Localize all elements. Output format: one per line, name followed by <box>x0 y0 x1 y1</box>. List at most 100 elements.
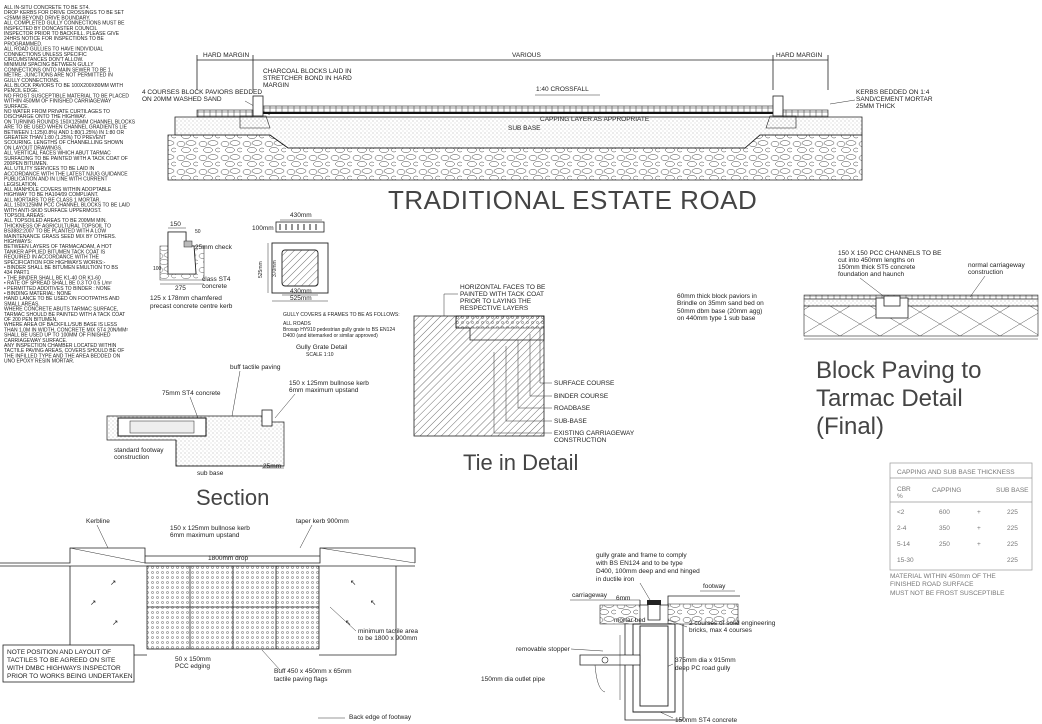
note-line: WHERE CONCRETE ABUTS TARMAC SURFACE, <box>4 307 118 313</box>
note-line: HIGHWAYS: <box>4 239 32 245</box>
grate-note-1: GULLY COVERS & FRAMES TO BE AS FOLLOWS: <box>283 312 400 318</box>
note-line: NO WATER FROM PRIVATE CURTILAGES TO <box>4 109 110 115</box>
tie-sub-base: SUB-BASE <box>554 418 588 425</box>
note-line: ALL MANHOLE COVERS WITHIN ADOPTABLE <box>4 187 112 193</box>
tie-roadbase: ROADBASE <box>554 405 591 412</box>
charcoal-label-1: CHARCOAL BLOCKS LAID IN <box>263 68 352 75</box>
note-line: GULLY CONNECTIONS. <box>4 78 60 84</box>
gully-pc-2: deep PC road gully <box>675 665 731 672</box>
grate-dim-370: 370mm <box>272 260 278 277</box>
tactile-bullnose-2: 6mm maximum upstand <box>170 532 240 539</box>
note-line: ALL UTILITY SERVICES TO BE LAID IN <box>4 166 95 172</box>
note-line: WHERE AREA OF BACKFILL/SUB BASE IS LESS <box>4 322 118 328</box>
section-dim-25: 25mm <box>263 463 281 470</box>
note-line: 434 PART1 <box>4 270 30 276</box>
section-sub-base: sub base <box>197 470 224 477</box>
note-line: • RATE OF SPREAD SHALL BE 0.3 TO 0.5 L/m… <box>4 281 112 287</box>
note-line: SCOURING. LENGTHS OF CHANNELLING SHOWN <box>4 140 124 146</box>
gully-outlet: 150mm dia outlet pipe <box>481 676 545 683</box>
note-line: • BINDER SHALL BE BITUMEN EMULTION TO BS <box>4 265 119 271</box>
charcoal-label-3: MARGIN <box>263 82 289 89</box>
tie-existing-2: CONSTRUCTION <box>554 437 607 444</box>
hard-margin-left-label: HARD MARGIN <box>203 52 250 59</box>
note-line: ALL TOPSOILED AREAS TO BE 200MM MIN. <box>4 218 107 224</box>
grate-dim-430-bottom: 430mm <box>290 288 312 295</box>
grate-note-2: ALL ROADS <box>283 321 312 327</box>
tie-horiz-4: RESPECTIVE LAYERS <box>460 305 529 312</box>
note-line: <25MM BEYOND DRIVE BOUNDARY. <box>4 15 90 21</box>
tie-binder: BINDER COURSE <box>554 393 609 400</box>
capping-col-capping: CAPPING <box>932 487 961 494</box>
note-line: GREATER THAN 1:80 (1.25%) TO PREVENT <box>4 135 106 141</box>
tie-existing-1: EXISTING CARRIAGEWAY <box>554 430 635 437</box>
capping-col-subbase: SUB BASE <box>996 487 1029 494</box>
section-st4-label: 75mm ST4 concrete <box>162 390 221 397</box>
sub-base-label: SUB BASE <box>508 125 541 132</box>
note-line: MINIMUM SPACING BETWEEN GULLY <box>4 62 94 68</box>
note-line: CONNECTIONS UNLESS SPECIFIC <box>4 52 87 58</box>
note-line: METRE. JUNCTIONS ARE NOT PERMITTED IN <box>4 73 113 79</box>
kerbs-label-2: SAND/CEMENT MORTAR <box>856 96 933 103</box>
channel-label-1: 150 X 150 PCC CHANNELS TO BE <box>838 250 942 257</box>
grate-note-4: D400 (and kitemarked or similar approved… <box>283 333 378 339</box>
note-line: SURFACING TO BE PAINTED WITH A TACK COAT… <box>4 156 128 162</box>
kerb-caption-1: 125 x 178mm chamfered <box>150 295 222 302</box>
grate-dim-100: 100mm <box>252 225 274 232</box>
note-line: DROP KERBS FOR DRIVE CROSSINGS TO BE SET <box>4 10 124 16</box>
note-line: BETWEEN 1:125(0.8%) AND 1:80(1.25%) IN 1… <box>4 130 124 136</box>
channel-label-3: 150mm thick ST5 concrete <box>838 264 916 271</box>
kerb-dim-50: 50 <box>195 229 201 235</box>
grate-note-3: Broxap HY910 pedestrian gully grate to B… <box>283 327 395 333</box>
note-line: ACCORDANCE WITH THE LATEST NJUG GUIDANCE <box>4 171 128 177</box>
note-line: • BINDING MATERIAL: NONE <box>4 291 72 297</box>
note-line: ALL BLOCK PAVIORS TO BE 100X200X80MM WIT… <box>4 83 123 89</box>
tactile-flags-1: Buff 450 x 450mm x 65mm <box>274 668 352 675</box>
gully-stopper: removable stopper <box>516 646 571 653</box>
gully-st4: 150mm ST4 concrete <box>675 717 738 724</box>
note-line: ALL COMPLETED GULLY CONNECTIONS MUST BE <box>4 21 125 27</box>
block-spec-3: 50mm dbm base (20mm agg) <box>677 308 762 315</box>
kerb-dim-150: 150 <box>170 221 181 228</box>
block-paving-spec: 60mm thick block paviors in Brindle on 3… <box>677 293 764 322</box>
capping-note-2: FINISHED ROAD SURFACE <box>890 581 974 588</box>
block-spec-1: 60mm thick block paviors in <box>677 293 757 300</box>
gully-grate-3: D400, 100mm deep and end hinged <box>596 568 700 575</box>
note-line: 200PEN BITUMEN. <box>4 161 48 167</box>
pavior-label-2: ON 20MM WASHED SAND <box>142 96 222 103</box>
block-title-1: Block Paving to <box>816 357 981 384</box>
note-line: THE INFILLED TYPE AND THE AREA BEDDED ON <box>4 353 121 359</box>
gully-footway: footway <box>703 583 726 590</box>
note-line: CIRCUMSTANCES DON'T ALLOW. <box>4 57 83 63</box>
gully-grate-4: in ductile iron <box>596 576 635 583</box>
note-line: REQUIRED IN ACCORDANCE WITH THE <box>4 255 100 261</box>
centre-kerb-detail: 150 50 100 25mm check 275 class ST4 conc… <box>150 221 233 310</box>
kerb-check-label: 25mm check <box>195 244 233 251</box>
svg-text:↗: ↗ <box>90 598 96 607</box>
capping-cell-capping: 250 <box>939 541 950 548</box>
note-line: CARRIAGEWAY SURFACE. <box>4 338 67 344</box>
capping-note-3: MUST NOT BE FROST SUSCEPTIBLE <box>890 590 1005 597</box>
note-line: ALL MORTARS TO BE CLASS 1 MORTAR. <box>4 197 101 203</box>
capping-row: 2-4 350 + 225 <box>897 525 1018 532</box>
tie-horiz-3: PRIOR TO LAYING THE <box>460 298 532 305</box>
note-line: MAINTENANCE GRASS SEED MIX BY OTHERS. <box>4 234 116 240</box>
capping-cell-cbr: 15-30 <box>897 557 914 564</box>
capping-row: 5-14 250 + 225 <box>897 541 1018 548</box>
note-line: TANKER APPLIED BITUMEN TACK COAT IS <box>4 249 106 255</box>
note-line: HAND LANCE TO BE USED ON FOOTPATHS AND <box>4 296 120 302</box>
capping-row: 15-30 225 <box>897 557 1018 564</box>
note-line: HIGHWAY TO BE HA104/09 COMPLIANT. <box>4 192 98 198</box>
svg-text:↖: ↖ <box>345 618 351 627</box>
gully-pc-1: 375mm dia x 915mm <box>675 657 736 664</box>
note-line: ALL IN-SITU CONCRETE TO BE ST4. <box>4 5 90 11</box>
gully-grate-2: with BS EN124 and to be type <box>595 560 683 567</box>
note-line: TACTILE PAVING AREAS, COVERS SHOULD BE O… <box>4 348 124 354</box>
gully-courses-2: bricks, max 4 courses <box>689 627 753 634</box>
tie-horiz-1: HORIZONTAL FACES TO BE <box>460 284 546 291</box>
note-line: THAN 1.0M IN WIDTH, CONCRETE MIX ST4 20N… <box>4 327 128 333</box>
tactile-note-2: TACTILES TO BE AGREED ON SITE <box>7 657 116 664</box>
note-line: PUBLICATION AND IN LINE WITH CURRENT <box>4 177 108 183</box>
capping-cell-plus: + <box>977 541 981 548</box>
note-line: ON LAYOUT DRAWINGS. <box>4 145 63 151</box>
block-title-2: Tarmac Detail <box>816 385 963 412</box>
